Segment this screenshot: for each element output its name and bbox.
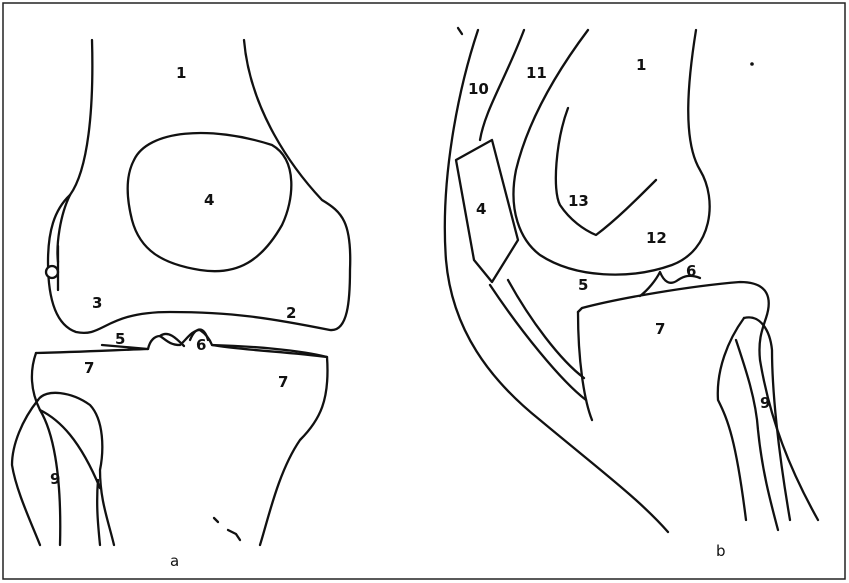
tibia-outline-b (578, 282, 818, 520)
label-eminence-a: 6 (196, 336, 206, 354)
label-condyle-b: 12 (646, 229, 667, 247)
speck-a (214, 518, 240, 540)
label-femur-b: 1 (636, 56, 646, 74)
femur-outline-a (48, 40, 350, 333)
label-plateau-left-a: 7 (84, 359, 94, 377)
label-intercondylar-line-b: 13 (568, 192, 589, 210)
label-medial-condyle-a: 3 (92, 294, 102, 312)
tibia-anterior-b (578, 312, 592, 420)
speck-b (750, 62, 754, 66)
panel-b: 1 4 5 6 7 9 10 11 12 13 b (445, 28, 818, 560)
label-tibia-b: 7 (655, 320, 665, 338)
patellar-tendon-b2 (508, 280, 584, 378)
caption-a: a (170, 552, 179, 570)
label-joint-space-b: 5 (578, 276, 588, 294)
anterior-soft-tissue-b (445, 30, 668, 532)
label-joint-space-a: 5 (115, 330, 125, 348)
label-patella-a: 4 (204, 191, 214, 209)
label-eminence-b: 6 (686, 262, 696, 280)
medial-epicondyle-mark (58, 195, 71, 262)
label-fibula-a: 9 (50, 470, 60, 488)
fibula-left-a (12, 400, 40, 545)
caption-b: b (716, 542, 726, 560)
patella-outline-b (456, 140, 518, 282)
label-lateral-condyle-a: 2 (286, 304, 296, 322)
patellar-tendon-b (490, 285, 586, 400)
label-quadriceps-tendon-b: 10 (468, 80, 489, 98)
joint-line-a (102, 345, 327, 357)
medial-tubercle (46, 266, 58, 278)
tibia-left-a (32, 353, 60, 545)
label-femur-a: 1 (176, 64, 186, 82)
panel-a: 1 2 3 4 5 6 7 7 9 a (12, 40, 350, 570)
figure-frame (3, 3, 845, 579)
tibial-plateau-a (36, 330, 328, 545)
fibula-left-b (718, 318, 746, 520)
label-suprapatellar-b: 11 (526, 64, 547, 82)
label-patella-b: 4 (476, 200, 486, 218)
label-plateau-right-a: 7 (278, 373, 288, 391)
speck-b2 (458, 28, 462, 34)
femur-inner-b (556, 108, 656, 235)
label-fibula-b: 9 (760, 394, 770, 412)
